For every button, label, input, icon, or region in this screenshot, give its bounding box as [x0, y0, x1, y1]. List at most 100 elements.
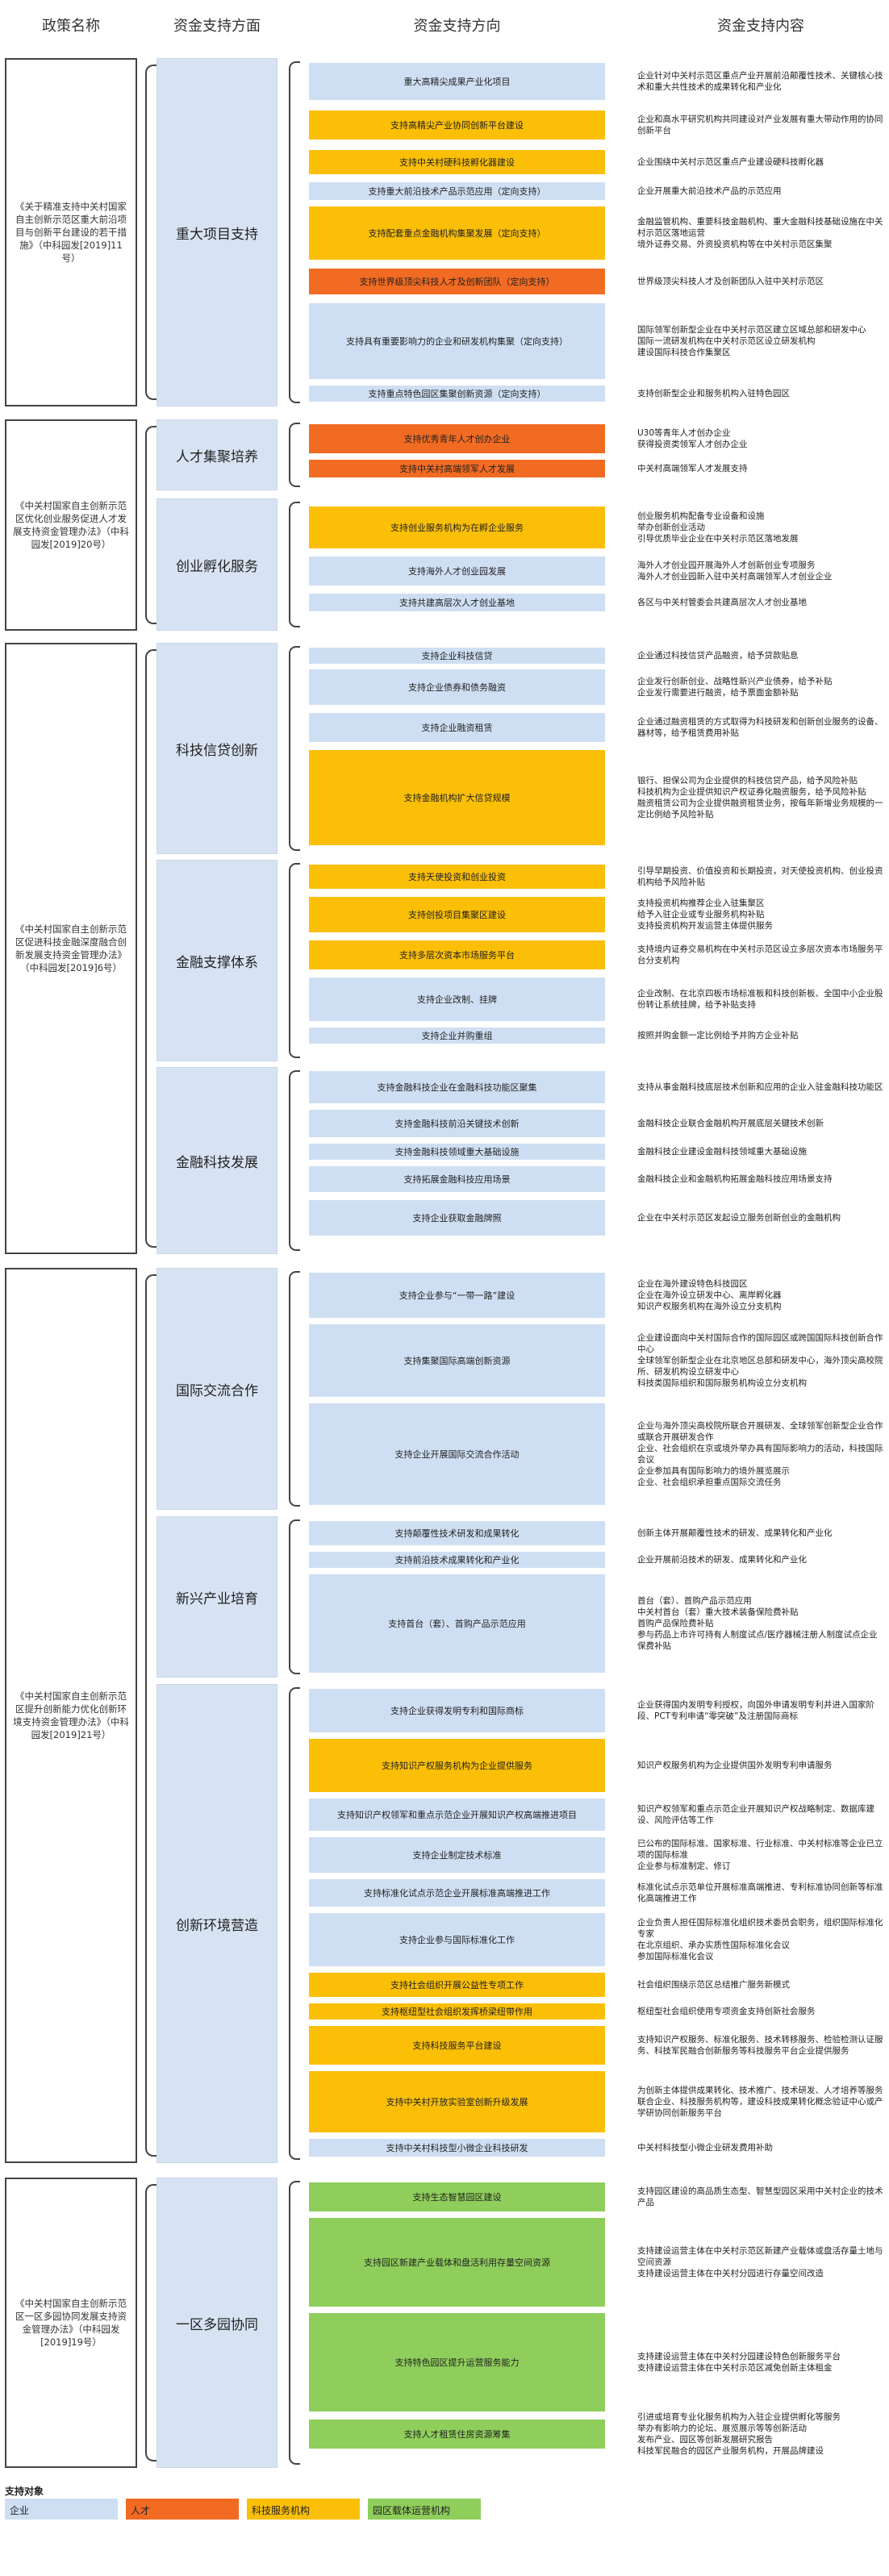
legend-title: 支持对象 [5, 2486, 44, 2497]
direction-item: 支持知识产权领军和重点示范企业开展知识产权高端推进项目 [309, 1799, 605, 1831]
content-text: 标准化试点示范单位开展标准高端推进、专利标准协同创新等标准化高端推进工作 [637, 1882, 883, 1903]
content-text: 按照并购金额一定比例给予并购方企业补贴 [637, 1031, 799, 1040]
direction-item: 支持具有重要影响力的企业和研发机构集聚（定向支持） [309, 303, 605, 379]
content-text: 企业负责人担任国际标准化组织技术委员会职务，组织国际标准化专家 在北京组织、承办… [637, 1918, 883, 1961]
direction-item: 支持海外人才创业园发展 [309, 556, 605, 586]
policy-brace [145, 649, 158, 1248]
content-text: 为创新主体提供成果转化、技术推广、技术研发、人才培养等服务 联合企业、科技服务机… [637, 2086, 883, 2118]
policy-brace [145, 2184, 158, 2461]
direction-item: 支持企业科技信贷 [309, 648, 605, 664]
policy-name: 《中关村国家自主创新示范区提升创新能力优化创新环境支持资金管理办法》（中科园发[… [13, 1690, 129, 1740]
content-text: 企业建设面向中关村国际合作的国际园区或跨国国际科技创新合作中心 全球领军创新型企… [637, 1333, 883, 1388]
policy-box-4: 《中关村国家自主创新示范区提升创新能力优化创新环境支持资金管理办法》（中科园发[… [5, 1268, 137, 2163]
content-text: 海外人才创业园开展海外人才创新创业专项服务 海外人才创业园新入驻中关村高端领军人… [637, 561, 833, 581]
header-direction: 资金支持方向 [413, 18, 501, 35]
direction-item: 支持配套重点金融机构集聚发展（定向支持） [309, 206, 605, 260]
content-text: 支持建设运营主体在中关村分园建设特色创新服务平台 支持建设运营主体在中关村示范区… [637, 2352, 841, 2373]
content-text: 银行、担保公司为企业提供的科技信贷产品，给予风险补贴 科技机构为企业提供知识产权… [637, 776, 883, 819]
aspect-brace [289, 863, 300, 1058]
content-text: 企业和高水平研究机构共同建设对产业发展有重大带动作用的协同创新平台 [637, 115, 883, 135]
content-text: 国际领军创新型企业在中关村示范区建立区域总部和研发中心 国际一流研发机构在中关村… [637, 325, 866, 357]
aspect-box: 创新环境营造 [157, 1684, 278, 2163]
direction-item: 支持金融科技领域重大基础设施 [309, 1144, 605, 1160]
content-text: 世界级顶尖科技人才及创新团队入驻中关村示范区 [637, 277, 824, 286]
aspect-brace [289, 646, 300, 851]
content-text: 企业改制、在北京四板市场标准板和科技创新板、全国中小企业股份转让系统挂牌，给予补… [637, 989, 883, 1010]
direction-item: 支持多层次资本市场服务平台 [309, 940, 605, 969]
aspect-box: 重大项目支持 [157, 58, 278, 406]
content-text: 引进或培育专业化服务机构为入驻企业提供孵化等服务 举办有影响力的论坛、展览展示等… [637, 2412, 841, 2456]
content-text: 支持投资机构推荐企业入驻集聚区 给予入驻企业或专业服务机构补贴 支持投资机构开发… [637, 898, 773, 931]
content-text: 企业与海外顶尖高校院所联合开展研发、全球领军创新型企业合作或联合开展研发合作 企… [637, 1421, 883, 1487]
direction-item: 支持企业开展国际交流合作活动 [309, 1403, 605, 1505]
content-text: 社会组织围绕示范区总结推广服务新模式 [637, 1980, 790, 1990]
direction-item: 支持金融机构扩大信贷规模 [309, 750, 605, 845]
policy-brace [145, 1274, 158, 2157]
direction-item: 支持枢纽型社会组织发挥桥梁纽带作用 [309, 2003, 605, 2020]
policy-box-3: 《中关村国家自主创新示范区促进科技金融深度融合创新发展支持资金管理办法》（中科园… [5, 643, 137, 1254]
direction-item: 支持企业获得发明专利和国际商标 [309, 1689, 605, 1732]
aspect-brace [289, 423, 300, 487]
aspect-brace [289, 1519, 300, 1674]
content-text: 引导早期投资、价值投资和长期投资，对天使投资机构、创业投资机构给予风险补贴 [637, 866, 883, 887]
aspect-box: 人才集聚培养 [157, 419, 278, 490]
content-text: 企业发行创新创业、战略性新兴产业债券，给予补贴 企业发行需要进行融资，给予票面金… [637, 677, 833, 698]
content-text: 各区与中关村管委会共建高层次人才创业基地 [637, 598, 807, 607]
content-text: 企业获得国内发明专利授权，向国外申请发明专利并进入国家阶段、PCT专利申请“零突… [637, 1700, 874, 1721]
legend-talent: 人才 [126, 2499, 239, 2520]
content-text: 支持境内证券交易机构在中关村示范区设立多层次资本市场服务平台分支机构 [637, 944, 883, 965]
direction-item: 支持企业改制、挂牌 [309, 977, 605, 1021]
content-text: 支持创新型企业和服务机构入驻特色园区 [637, 389, 790, 398]
direction-item: 支持企业制定技术标准 [309, 1837, 605, 1873]
direction-item: 支持中关村高端领军人才发展 [309, 460, 605, 477]
content-text: 企业针对中关村示范区重点产业开展前沿颠覆性技术、关键核心技术和重大共性技术的成果… [637, 71, 883, 92]
aspect-brace [289, 61, 300, 403]
direction-item: 支持首台（套）、首购产品示范应用 [309, 1574, 605, 1673]
direction-item: 支持生态智慧园区建设 [309, 2182, 605, 2211]
direction-item: 支持颠覆性技术研发和成果转化 [309, 1521, 605, 1545]
direction-item: 支持企业获取金融牌照 [309, 1200, 605, 1236]
direction-item: 支持中关村开放实验室创新升级发展 [309, 2071, 605, 2132]
legend-enterprise: 企业 [5, 2499, 118, 2520]
content-text: 支持园区建设的高品质生态型、智慧型园区采用中关村企业的技术产品 [637, 2186, 883, 2207]
content-text: 已公布的国际标准、国家标准、行业标准、中关村标准等企业已立项的国际标准 企业参与… [637, 1839, 883, 1871]
direction-item: 支持拓展金融科技应用场景 [309, 1166, 605, 1192]
aspect-box: 一区多园协同 [157, 2178, 278, 2468]
content-text: 支持知识产权服务、标准化服务、技术转移服务、检验检测认证服务、科技军民融合创新服… [637, 2035, 883, 2056]
aspect-brace [289, 1271, 300, 1507]
direction-item: 支持创投项目集聚区建设 [309, 897, 605, 932]
content-text: 首台（套）、首购产品示范应用 中关村首台（套）重大技术装备保险费补贴 首购产品保… [637, 1596, 878, 1651]
content-text: 支持从事金融科技底层技术创新和应用的企业入驻金融科技功能区 [637, 1082, 883, 1092]
policy-name: 《中关村国家自主创新示范区一区多园协同发展支持资金管理办法》（中科园发[2019… [15, 2298, 127, 2348]
direction-item: 支持企业融资租赁 [309, 713, 605, 742]
content-text: 中关村高端领军人才发展支持 [637, 464, 748, 473]
header-policy: 政策名称 [42, 18, 100, 35]
direction-item: 支持园区新建产业载体和盘活利用存量空间资源 [309, 2218, 605, 2307]
content-text: 企业在海外建设特色科技园区 企业在海外设立研发中心、离岸孵化器 知识产权服务机构… [637, 1279, 782, 1311]
content-text: 中关村科技型小微企业研发费用补助 [637, 2143, 773, 2153]
header-aspect: 资金支持方面 [173, 18, 261, 35]
direction-item: 支持标准化试点示范企业开展标准高端推进工作 [309, 1879, 605, 1907]
content-text: 企业通过融资租赁的方式取得为科技研发和创新创业服务的设备、器材等，给予租赁费用补… [637, 717, 883, 738]
direction-item: 支持共建高层次人才创业基地 [309, 594, 605, 611]
content-text: 知识产权服务机构为企业提供国外发明专利申请服务 [637, 1761, 833, 1770]
policy-brace [145, 65, 158, 400]
direction-item: 支持金融科技企业在金融科技功能区聚集 [309, 1071, 605, 1103]
aspect-box: 新兴产业培育 [157, 1516, 278, 1678]
aspect-brace [289, 2181, 300, 2465]
direction-item: 支持企业参与“一带一路”建设 [309, 1273, 605, 1318]
aspect-box: 金融支撑体系 [157, 860, 278, 1061]
content-text: 枢纽型社会组织使用专项资金支持创新社会服务 [637, 2007, 816, 2016]
direction-item: 支持企业参与国际标准化工作 [309, 1913, 605, 1966]
aspect-brace [289, 502, 300, 627]
direction-item: 支持高精尖产业协同创新平台建设 [309, 110, 605, 140]
legend-park: 园区载体运营机构 [368, 2499, 481, 2520]
policy-box-5: 《中关村国家自主创新示范区一区多园协同发展支持资金管理办法》（中科园发[2019… [5, 2178, 137, 2468]
direction-item: 重大高精尖成果产业化项目 [309, 63, 605, 100]
direction-item: 支持知识产权服务机构为企业提供服务 [309, 1739, 605, 1792]
content-text: 支持建设运营主体在中关村示范区新建产业载体或盘活存量土地与空间资源 支持建设运营… [637, 2246, 883, 2278]
aspect-box: 国际交流合作 [157, 1268, 278, 1510]
aspect-brace [289, 1687, 300, 2160]
direction-item: 支持世界级顶尖科技人才及创新团队（定向支持） [309, 269, 605, 294]
direction-item: 支持特色园区提升运营服务能力 [309, 2313, 605, 2411]
